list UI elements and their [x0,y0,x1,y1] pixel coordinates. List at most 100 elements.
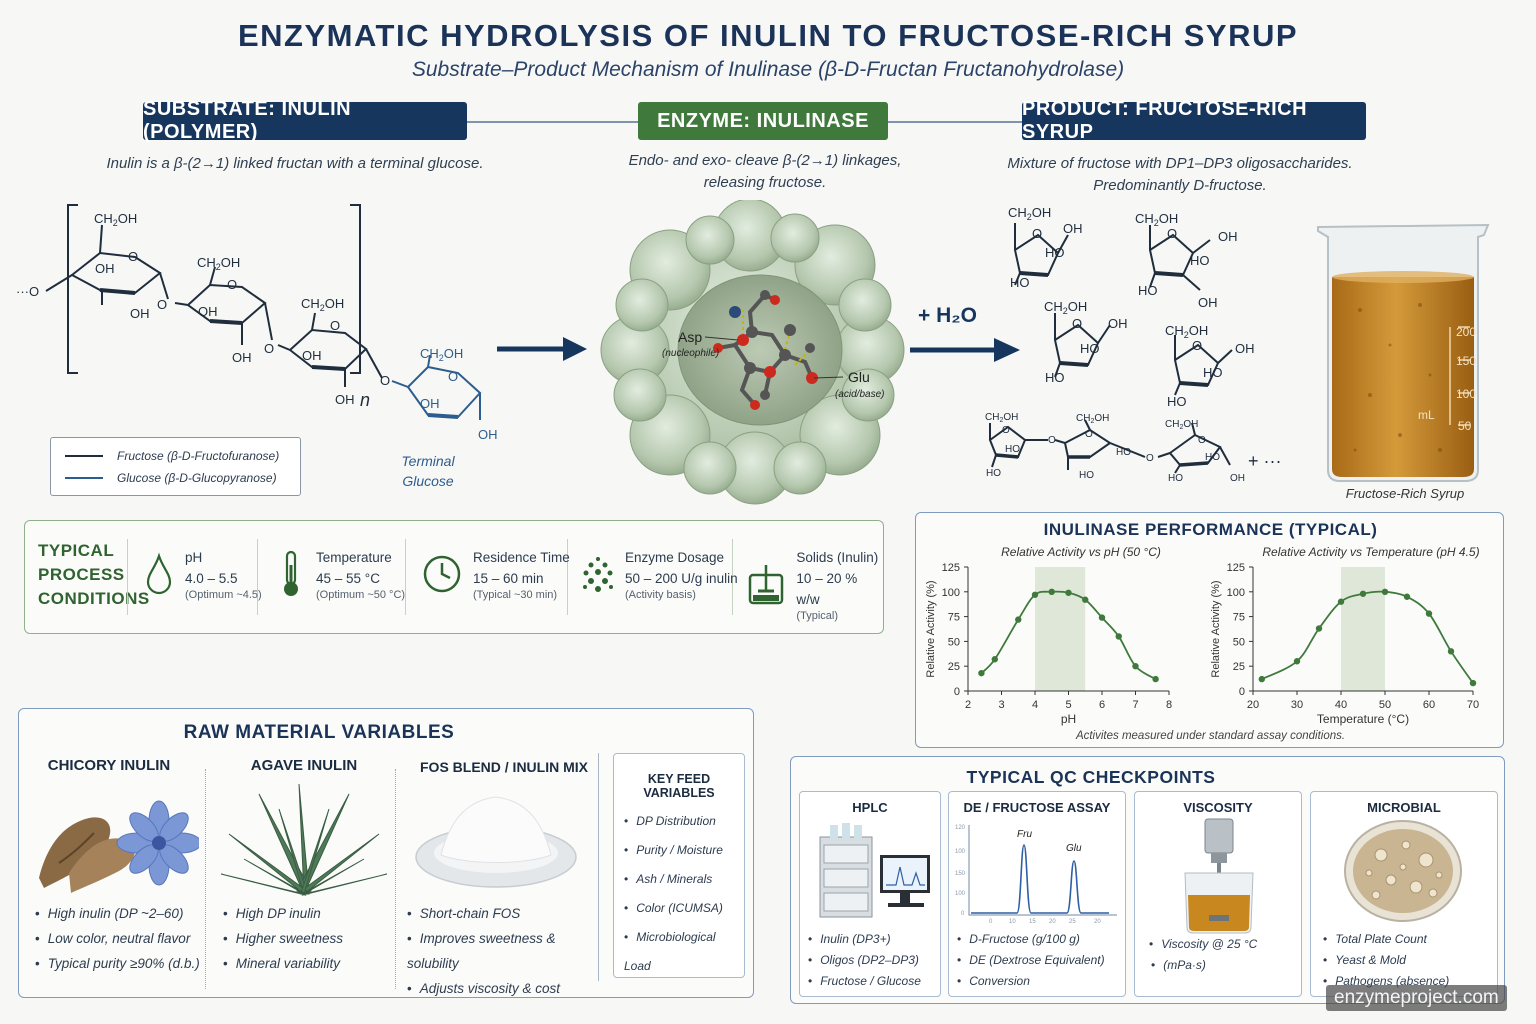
qc-panel: TYPICAL QC CHECKPOINTS HPLC Inulin (DP3+… [790,756,1505,1004]
temperature-value: 45 – 55 °C [316,571,380,586]
svg-text:CH2OH: CH2OH [197,255,240,272]
inulin-structure: CH2OH OH OH O O CH2OH OH OH O O CH2OH OH… [16,204,498,442]
svg-text:100: 100 [955,849,966,855]
svg-text:OH: OH [1230,473,1245,484]
viscometer-image [1184,818,1254,934]
svg-text:HO: HO [1005,444,1020,455]
svg-text:OH: OH [1235,341,1255,356]
svg-text:20: 20 [1094,919,1101,925]
svg-text:O: O [1085,429,1093,440]
hplc-bullet: Inulin (DP3+) [808,929,940,950]
data-point [1048,588,1055,595]
fos-bullets: Short-chain FOS Improves sweetness & sol… [407,901,599,1001]
chicory-bullet: Typical purity ≥90% (d.b.) [35,951,205,976]
ph-name: pH [185,550,203,565]
svg-text:O: O [128,249,138,264]
svg-text:OH: OH [302,348,322,363]
temperature-name: Temperature [316,550,392,565]
viscosity-bullet: Viscosity @ 25 °C [1149,934,1301,955]
svg-text:CH2OH: CH2OH [1076,413,1109,425]
qc-viscosity-title: VISCOSITY [1183,800,1253,815]
svg-text:O: O [448,369,458,384]
data-point [1132,663,1139,670]
data-point [1082,596,1089,603]
structure-legend: Fructose (β-D-Fructofuranose) Glucose (β… [50,437,301,496]
asp-label: Asp [678,329,702,345]
x-tick-label: 2 [965,699,971,711]
viscosity-bullet: (mPa·s) [1149,955,1301,976]
raw-title: RAW MATERIAL VARIABLES [183,722,455,743]
fos-bullet: Short-chain FOS [407,901,599,926]
data-point [1425,610,1433,617]
qc-de-title: DE / FRUCTOSE ASSAY [963,800,1111,815]
svg-text:CH2OH: CH2OH [1135,211,1178,228]
solids-note: (Typical) [796,610,838,622]
data-point [1359,590,1367,597]
svg-text:25: 25 [1069,919,1076,925]
y-tick-label: 25 [1233,661,1245,673]
asp-role-label: (nucleophile) [662,348,719,359]
fructose-legend-label: Fructose (β-D-Fructofuranose) [117,449,280,463]
enzyme-desc-line2: releasing fructose. [703,174,827,191]
qc-viscosity-box: VISCOSITY Viscosity @ 25 °C (mPa·s) [1134,791,1302,997]
y-tick-label: 100 [1227,587,1245,599]
svg-text:0: 0 [989,919,993,925]
svg-text:150: 150 [955,871,966,877]
y-axis-label: Relative Activity (%) [1210,580,1222,677]
hplc-bullet: Fructose / Glucose [808,971,940,992]
optimum-band [1035,567,1086,691]
water-label: + H₂O [918,304,977,327]
qc-hplc-box: HPLC Inulin (DP3+) Oligos (DP2–DP3) Fruc… [799,791,941,997]
svg-text:HO: HO [1168,473,1183,484]
y-tick-label: 0 [954,686,960,698]
peak-glu-label: Glu [1066,843,1082,854]
qc-microbial-title: MICROBIAL [1367,800,1441,815]
microbial-bullet: Yeast & Mold [1323,950,1497,971]
data-point [1469,679,1477,687]
svg-text:HO: HO [1138,283,1158,298]
data-point [978,669,985,677]
y-tick-label: 0 [1239,686,1245,698]
droplet-icon [146,552,172,595]
svg-text:CH2OH: CH2OH [94,211,137,228]
product-desc-line1: Mixture of fructose with DP1–DP3 oligosa… [1007,155,1353,172]
page-subtitle: Substrate–Product Mechanism of Inulinase… [411,58,1125,81]
y-tick-label: 25 [948,661,960,673]
y-tick-label: 50 [948,636,960,648]
y-tick-label: 125 [942,562,960,574]
feed-bullets: DP Distribution Purity / Moisture Ash / … [624,807,744,981]
condition-ph: pH 4.0 – 5.5 (Optimum ~4.5) [143,547,262,601]
condition-residence-time: Residence Time 15 – 60 min (Typical ~30 … [421,547,570,601]
product-more-label: + ··· [1248,451,1282,471]
svg-text:CH2OH: CH2OH [1044,299,1087,316]
data-point [1447,648,1455,655]
condition-solids: Solids (Inulin) 10 – 20 % w/w (Typical) [745,547,883,622]
mark-50: 50 [1458,419,1472,433]
x-tick-label: 30 [1291,699,1303,711]
chain-start: ···O [16,284,39,299]
svg-text:O: O [380,373,390,388]
data-point [1381,588,1389,595]
y-axis-label: Relative Activity (%) [925,580,937,677]
svg-text:HO: HO [1190,253,1210,268]
inulinase-enzyme-illustration: Asp (nucleophile) Glu (acid/base) [600,200,905,505]
x-tick-label: 20 [1247,699,1259,711]
svg-text:OH: OH [1218,229,1238,244]
svg-text:HO: HO [1010,275,1030,290]
x-tick-label: 8 [1166,699,1172,711]
microbial-bullets: Total Plate Count Yeast & Mold Pathogens… [1323,929,1497,992]
feed-bullet: DP Distribution [624,807,744,836]
svg-text:O: O [1032,226,1042,241]
enzyme-desc: Endo- and exo- cleave β-(2→1) linkages, … [590,150,940,194]
agave-bullet: Higher sweetness [223,926,393,951]
svg-text:OH: OH [1198,295,1218,310]
x-tick-label: 70 [1467,699,1479,711]
svg-text:CH2OH: CH2OH [1165,419,1198,431]
agave-bullet: High DP inulin [223,901,393,926]
svg-text:20: 20 [1049,919,1056,925]
conditions-title-2: PROCESS [38,565,125,584]
terminal-label-1: Terminal [401,453,455,469]
data-point [1031,591,1039,598]
